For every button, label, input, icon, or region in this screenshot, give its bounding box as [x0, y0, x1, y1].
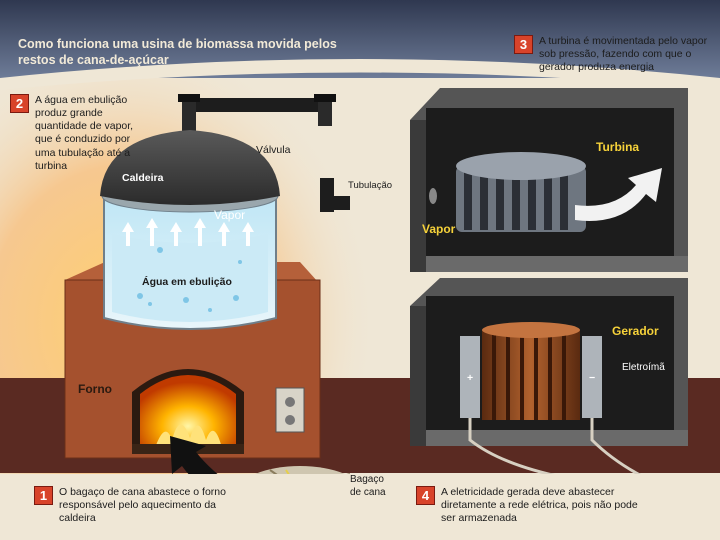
step-text: A água em ebulição produz grande quantid… [35, 94, 134, 172]
furnace-label: Forno [78, 382, 112, 396]
turbine-steam-label: Vapor [422, 222, 456, 236]
boiler-label: Caldeira [122, 172, 164, 184]
turbine-rotor [456, 152, 586, 232]
wall-socket [275, 387, 305, 433]
boiler [100, 130, 280, 330]
bottom-strip [0, 474, 720, 540]
pipe-label: Tubulação [348, 180, 393, 191]
header-curve [0, 59, 720, 90]
step-1: 1 O bagaço de cana abastece o forno resp… [34, 486, 234, 525]
magnet-left [460, 336, 480, 418]
step-number: 3 [514, 35, 533, 54]
step-text: A turbina é movimentada pelo vapor sob p… [539, 35, 708, 74]
electromagnet-label: Eletroímã [622, 362, 665, 373]
step-number: 1 [34, 486, 53, 505]
magnet-right [582, 336, 602, 418]
minus-sign: − [589, 372, 596, 384]
turbine-label: Turbina [596, 140, 640, 154]
step-number: 2 [10, 94, 29, 113]
plus-sign: + [467, 372, 474, 384]
step-number: 4 [416, 486, 435, 505]
turbine-arrow [575, 168, 662, 221]
bagasse-label: Bagaço de cana [350, 474, 386, 498]
step-2: 2 A água em ebulição produz grande quant… [10, 94, 140, 173]
boiler-dome [100, 130, 280, 205]
step-text: A eletricidade gerada deve abastecer dir… [441, 486, 638, 525]
pipe-elbow [320, 178, 350, 212]
boiling-water-label: Água em ebulição [142, 276, 232, 288]
generator-label: Gerador [612, 324, 659, 338]
boiler-steam-label: Vapor [214, 208, 246, 222]
step-4: 4 A eletricidade gerada deve abastecer d… [416, 486, 654, 525]
step-3: 3 A turbina é movimentada pelo vapor sob… [514, 35, 710, 74]
step-text: O bagaço de cana abastece o forno respon… [59, 486, 226, 525]
generator-box [410, 278, 688, 446]
turbine-box [410, 88, 688, 272]
page-title: Como funciona uma usina de biomassa movi… [18, 37, 337, 67]
valve-label: Válvula [256, 144, 291, 156]
pipe-top [178, 94, 336, 136]
